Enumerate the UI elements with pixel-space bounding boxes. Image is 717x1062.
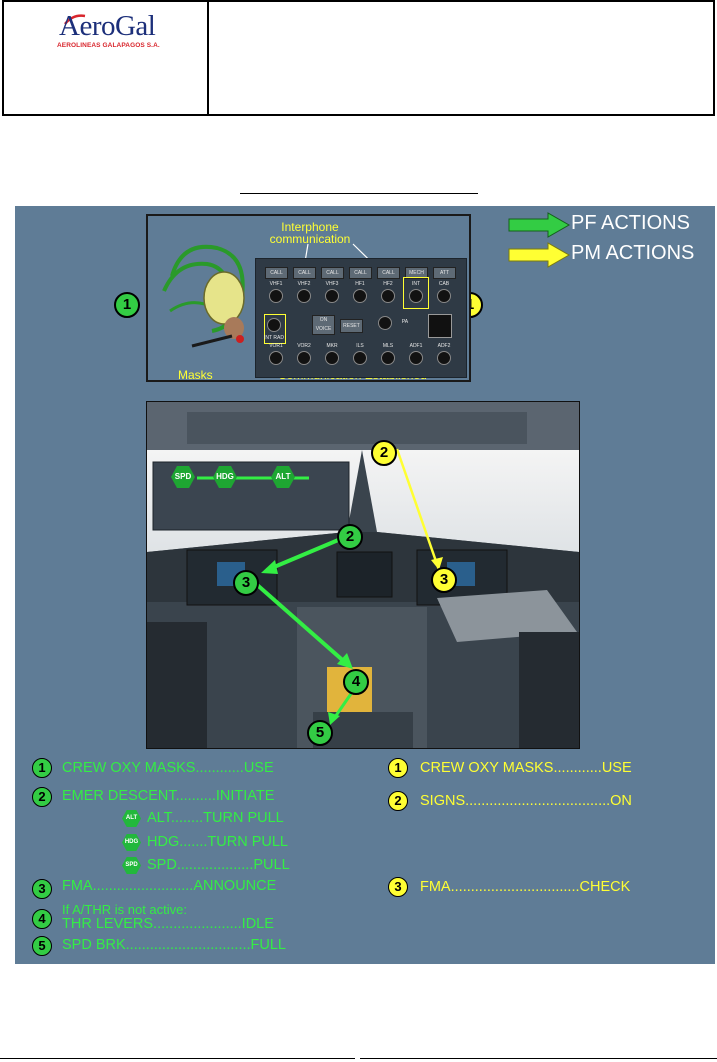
pf-item-5: SPD BRK...............................FU… (62, 937, 286, 953)
knob-hf1 (353, 289, 367, 303)
knob-vhf3 (325, 289, 339, 303)
document-header: AeroGal AEROLINEAS GALAPAGOS S.A. (2, 0, 715, 116)
pm-item-3-badge: 3 (388, 877, 408, 897)
label-vhf1: VHF1 (269, 281, 283, 287)
knob-mls (381, 351, 395, 365)
knob-vor1 (269, 351, 283, 365)
pf-arrow-icon (508, 212, 570, 238)
on-voice-key: ON VOICE (312, 315, 335, 335)
audio-control-panel: CALL CALL CALL CALL CALL MECH ATT VHF1 V… (255, 258, 467, 378)
knob-vhf1 (269, 289, 283, 303)
pf-sub-alt: ALT........TURN PULL (147, 810, 284, 826)
int-rad-switch (267, 318, 281, 332)
knob-int (409, 289, 423, 303)
pf-sub-hdg-hex: HDG (122, 834, 141, 851)
photo-badge-pf-3: 3 (233, 570, 259, 596)
hex-alt-photo: ALT (271, 466, 295, 488)
badge-pf-1: 1 (114, 292, 140, 318)
call-key-hf1: CALL (349, 267, 372, 279)
plane-swoosh-icon (64, 14, 86, 25)
hex-hdg-photo: HDG (213, 466, 237, 488)
pm-item-2-badge: 2 (388, 791, 408, 811)
pf-sub-hdg: HDG.......TURN PULL (147, 834, 288, 850)
label-hf2: HF2 (383, 281, 393, 287)
pf-item-4-badge: 4 (32, 909, 52, 929)
pf-item-4-line2: THR LEVERS......................IDLE (62, 916, 274, 932)
photo-badge-pf-2: 2 (337, 524, 363, 550)
photo-badge-pf-4: 4 (343, 669, 369, 695)
cockpit-illustration (147, 402, 579, 748)
label-hf1: HF1 (355, 281, 365, 287)
call-key-vhf2: CALL (293, 267, 316, 279)
hex-spd-photo: SPD (171, 466, 195, 488)
int-rad-highlight (264, 314, 286, 344)
knob-cab (437, 289, 451, 303)
knob-vor2 (297, 351, 311, 365)
masks-label: Masks (178, 368, 213, 382)
label-cab: CAB (438, 281, 450, 287)
pf-item-3: FMA.........................ANNOUNCE (62, 878, 277, 894)
pf-sub-spd-hex: SPD (122, 857, 141, 874)
label-mkr: MKR (326, 343, 338, 349)
label-vor2: VOR2 (297, 343, 311, 349)
pf-item-5-badge: 5 (32, 936, 52, 956)
pa-label: PA (401, 319, 409, 325)
interphone-label: Interphone communication (269, 220, 351, 246)
header-divider (207, 2, 209, 114)
knob-mkr (325, 351, 339, 365)
legend-pm: PM ACTIONS (571, 242, 695, 264)
pf-item-1: CREW OXY MASKS............USE (62, 760, 274, 776)
call-key-hf2: CALL (377, 267, 400, 279)
masks-acp-inset: Interphone communication Masks Communica… (146, 214, 471, 382)
legend-pf: PF ACTIONS (571, 212, 690, 234)
knob-vhf2 (297, 289, 311, 303)
footer-rule-left (0, 1058, 355, 1059)
pf-item-4-line1: If A/THR is not active: (62, 902, 187, 917)
pf-item-2: EMER DESCENT..........INITIATE (62, 788, 275, 804)
label-ils: ILS (356, 343, 364, 349)
label-mls: MLS (382, 343, 394, 349)
logo-brand: AeroGal (59, 10, 156, 42)
pm-item-2: SIGNS...................................… (420, 793, 632, 809)
photo-badge-pf-5: 5 (307, 720, 333, 746)
label-int: INT (411, 281, 421, 287)
aerogal-logo: AeroGal AEROLINEAS GALAPAGOS S.A. (49, 10, 189, 54)
pm-item-3: FMA................................CHECK (420, 879, 631, 895)
label-vor1: VOR1 (269, 343, 283, 349)
pf-item-3-badge: 3 (32, 879, 52, 899)
knob-adf1 (409, 351, 423, 365)
int-rad-label: INT RAD (264, 335, 284, 341)
pm-item-1: CREW OXY MASKS............USE (420, 760, 632, 776)
pa-key (428, 314, 452, 338)
pf-item-1-badge: 1 (32, 758, 52, 778)
logo-subtitle: AEROLINEAS GALAPAGOS S.A. (57, 42, 160, 49)
photo-badge-pm-3: 3 (431, 567, 457, 593)
knob-ils (353, 351, 367, 365)
int-highlight (403, 277, 429, 309)
procedure-panel: PF ACTIONS PM ACTIONS 1 1 Interphone com… (15, 206, 715, 964)
knob-hf2 (381, 289, 395, 303)
mech-key: MECH (405, 267, 428, 279)
footer-rule-right (360, 1058, 717, 1059)
pf-sub-spd: SPD...................PULL (147, 857, 290, 873)
oxygen-mask-icon (162, 244, 245, 348)
reset-key: RESET (340, 319, 363, 333)
label-adf1: ADF1 (409, 343, 423, 349)
pm-item-1-badge: 1 (388, 758, 408, 778)
call-key-vhf1: CALL (265, 267, 288, 279)
label-adf2: ADF2 (437, 343, 451, 349)
label-vhf2: VHF2 (297, 281, 311, 287)
pf-item-2-badge: 2 (32, 787, 52, 807)
photo-badge-pm-2: 2 (371, 440, 397, 466)
cockpit-photo: SPD HDG ALT 2 3 2 3 4 5 (146, 401, 580, 749)
knob-adf2 (437, 351, 451, 365)
att-key: ATT (433, 267, 456, 279)
call-key-vhf3: CALL (321, 267, 344, 279)
knob-pa (378, 316, 392, 330)
title-underline (240, 193, 478, 194)
pf-sub-alt-hex: ALT (122, 810, 141, 827)
pm-arrow-icon (508, 242, 570, 268)
label-vhf3: VHF3 (325, 281, 339, 287)
